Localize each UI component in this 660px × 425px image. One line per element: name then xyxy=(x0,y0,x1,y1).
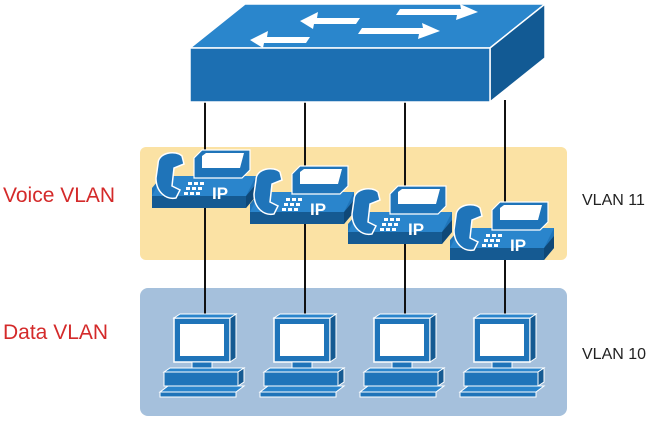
data-vlan-id: VLAN 10 xyxy=(582,346,647,363)
ip-badge: IP xyxy=(408,220,424,239)
ip-phone-2: IP xyxy=(249,165,355,225)
voice-vlan-id: VLAN 11 xyxy=(582,192,645,209)
ip-badge: IP xyxy=(510,236,526,255)
ip-phone-4: IP xyxy=(449,201,555,261)
ip-phone-1: IP xyxy=(151,149,257,209)
switch-icon xyxy=(187,2,548,104)
ip-phone-icon xyxy=(347,185,453,245)
ip-phone-icon xyxy=(249,165,355,225)
ip-phone-icon xyxy=(151,149,257,209)
ip-badge: IP xyxy=(212,184,228,203)
ip-badge: IP xyxy=(310,200,326,219)
ip-phone-3: IP xyxy=(347,185,453,245)
voice-vlan-label: Voice VLAN xyxy=(3,184,116,207)
ip-phone-icon xyxy=(449,201,555,261)
data-vlan-label: Data VLAN xyxy=(3,321,109,344)
data-vlan-band xyxy=(140,288,567,416)
